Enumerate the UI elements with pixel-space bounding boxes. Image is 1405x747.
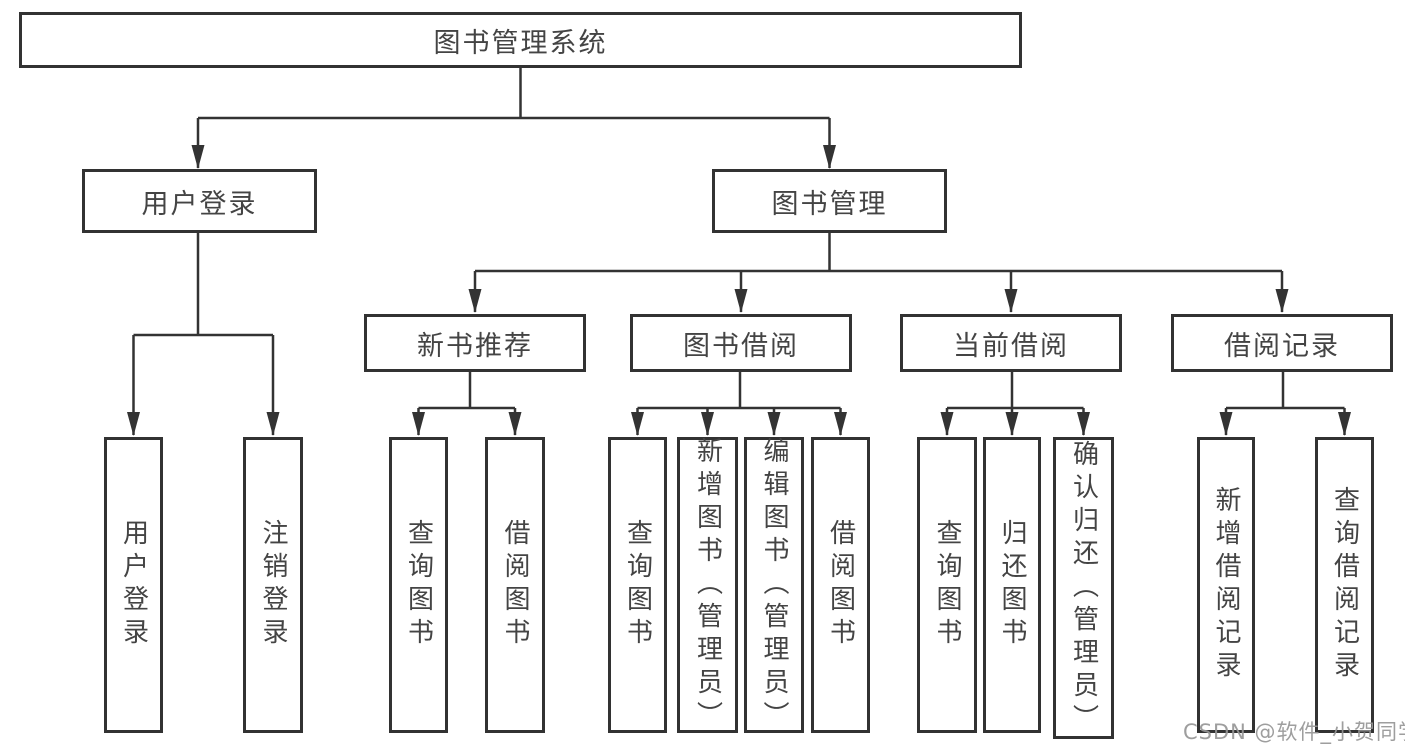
node-label: 图书管理 <box>771 188 888 220</box>
watermark: CSDN @软件_小贺同学 <box>1183 720 1405 744</box>
leaf-return-book: 归还图书 <box>983 437 1041 733</box>
leaf-add-book-admin: 新增图书（管理员） <box>677 436 738 734</box>
node-label: 查询借阅记录 <box>1329 486 1360 684</box>
node-label: 借阅图书 <box>500 519 530 651</box>
node-label: 用户登录 <box>141 188 258 220</box>
node-new-book-recommend: 新书推荐 <box>364 314 586 372</box>
node-label: 新增借阅记录 <box>1211 486 1241 684</box>
node-label: 新增图书（管理员） <box>692 436 723 734</box>
node-book-management: 图书管理 <box>712 169 947 233</box>
leaf-confirm-return-admin: 确认归还（管理员） <box>1053 437 1114 739</box>
leaf-borrow-books: 借阅图书 <box>811 437 870 733</box>
leaf-user-login: 用户登录 <box>104 437 163 733</box>
leaf-borrow-books-recommend: 借阅图书 <box>485 437 545 733</box>
node-label: 编辑图书（管理员） <box>759 436 789 734</box>
node-label: 归还图书 <box>997 519 1027 651</box>
leaf-query-borrow-record: 查询借阅记录 <box>1315 437 1374 733</box>
node-label: 图书管理系统 <box>433 27 608 59</box>
leaf-logout: 注销登录 <box>243 437 303 733</box>
node-label: 当前借阅 <box>953 330 1069 362</box>
leaf-query-books-recommend: 查询图书 <box>389 437 448 733</box>
node-label: 查询图书 <box>622 519 653 651</box>
leaf-query-books-borrow: 查询图书 <box>608 437 667 733</box>
node-label: 用户登录 <box>118 519 149 651</box>
node-label: 图书借阅 <box>683 330 799 362</box>
node-book-borrow: 图书借阅 <box>630 314 852 372</box>
node-label: 确认归还（管理员） <box>1068 439 1099 737</box>
node-user-login: 用户登录 <box>82 169 317 233</box>
node-label: 注销登录 <box>258 519 288 651</box>
leaf-edit-book-admin: 编辑图书（管理员） <box>744 436 804 734</box>
leaf-add-borrow-record: 新增借阅记录 <box>1197 437 1255 733</box>
node-label: 查询图书 <box>932 519 962 651</box>
node-label: 新书推荐 <box>417 330 533 362</box>
leaf-query-books-current: 查询图书 <box>917 437 977 733</box>
node-label: 借阅记录 <box>1224 330 1340 362</box>
node-library-system: 图书管理系统 <box>19 12 1022 68</box>
node-borrow-records: 借阅记录 <box>1171 314 1393 372</box>
node-label: 借阅图书 <box>825 519 856 651</box>
node-label: 查询图书 <box>403 519 434 651</box>
node-current-borrow: 当前借阅 <box>900 314 1122 372</box>
